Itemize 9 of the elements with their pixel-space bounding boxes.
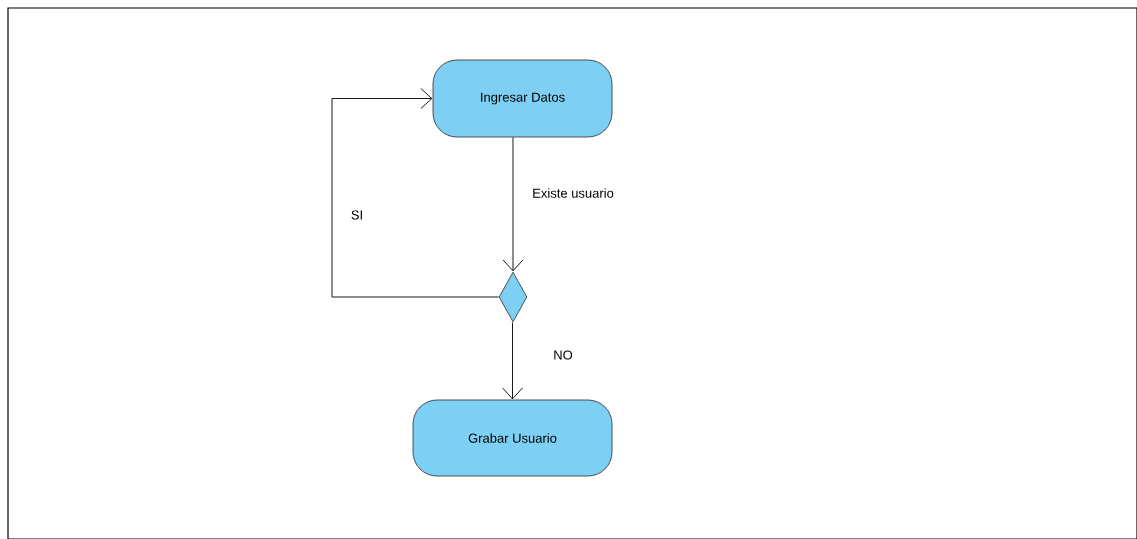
edge-label: NO [552, 349, 574, 361]
arrow [502, 322, 523, 400]
decision-diamond [498, 271, 528, 323]
action-box: Grabar Usuario [412, 399, 613, 477]
action-box: Ingresar Datos [432, 59, 613, 138]
arrow [331, 88, 499, 298]
edge-label: Existe usuario [531, 187, 615, 199]
arrow [502, 137, 524, 272]
edge-label: SI [349, 209, 365, 221]
